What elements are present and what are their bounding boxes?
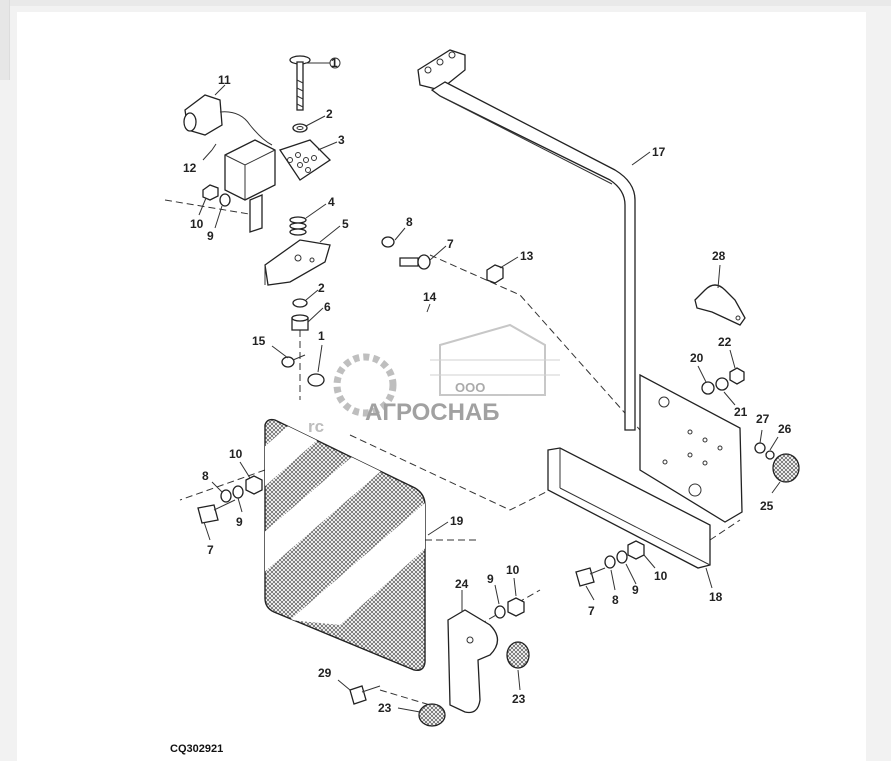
callout-13: 13 — [520, 249, 534, 263]
lower-right-fasteners — [575, 540, 645, 587]
callout-3: 3 — [338, 133, 345, 147]
watermark-fragment-text: rc — [308, 417, 324, 436]
watermark-top-text: ООО — [455, 380, 485, 395]
callout-4: 4 — [328, 195, 335, 209]
reflector-plate-19 — [264, 418, 426, 672]
reflector-bracket-24 — [447, 609, 499, 714]
callout-25: 25 — [760, 499, 774, 513]
callout-28: 28 — [712, 249, 726, 263]
assembly-guide-lines — [164, 199, 741, 706]
callout-23a: 23 — [378, 701, 392, 715]
callout-8c: 8 — [612, 593, 619, 607]
callout-2: 2 — [326, 107, 333, 121]
callout-5: 5 — [342, 217, 349, 231]
callout-11: 11 — [218, 73, 231, 87]
callout-8a: 8 — [406, 215, 413, 229]
callout-14: 14 — [423, 290, 437, 304]
upper-assembly — [183, 55, 504, 387]
callout-18: 18 — [709, 590, 723, 604]
callout-8b: 8 — [202, 469, 209, 483]
callout-15: 15 — [252, 334, 266, 348]
callout-22: 22 — [718, 335, 732, 349]
callout-7a: 7 — [447, 237, 454, 251]
mounting-plate — [639, 373, 743, 523]
callout-9d: 9 — [632, 583, 639, 597]
clamp-28 — [694, 284, 746, 326]
callout-26: 26 — [778, 422, 792, 436]
figure-caption: CQ302921 — [170, 743, 223, 755]
callout-21: 21 — [734, 405, 748, 419]
support-bar-18 — [547, 447, 711, 569]
callout-19: 19 — [450, 514, 464, 528]
callout-9c: 9 — [487, 572, 494, 586]
callout-27: 27 — [756, 412, 770, 426]
watermark-brand-text: АГРОСНАБ — [365, 399, 500, 426]
sidebar-edge — [0, 0, 10, 80]
callout-23b: 23 — [512, 692, 526, 706]
callout-labels: 1 2 3 4 5 2 6 11 12 10 9 8 7 13 14 15 1 — [183, 56, 792, 715]
callout-10b: 10 — [229, 447, 243, 461]
callout-10d: 10 — [654, 569, 668, 583]
lower-middle-fasteners — [349, 597, 530, 727]
callout-17: 17 — [652, 145, 666, 159]
callout-10a: 10 — [190, 217, 204, 231]
callout-9a: 9 — [207, 229, 214, 243]
callout-1b: 1 — [318, 329, 325, 343]
callout-24: 24 — [455, 577, 469, 591]
callout-9b: 9 — [236, 515, 243, 529]
callout-10c: 10 — [506, 563, 520, 577]
top-bar — [0, 0, 891, 6]
callout-6: 6 — [324, 300, 331, 314]
callout-20: 20 — [690, 351, 704, 365]
watermark-logo: ООО АГРОСНАБ rc — [308, 323, 560, 436]
left-fasteners — [197, 475, 263, 524]
callout-12: 12 — [183, 161, 197, 175]
callout-7c: 7 — [588, 604, 595, 618]
callout-29: 29 — [318, 666, 332, 680]
tube-bracket-17 — [417, 49, 636, 431]
callout-2b: 2 — [318, 281, 325, 295]
callout-7b: 7 — [207, 543, 214, 557]
callout-1: 1 — [331, 56, 338, 70]
